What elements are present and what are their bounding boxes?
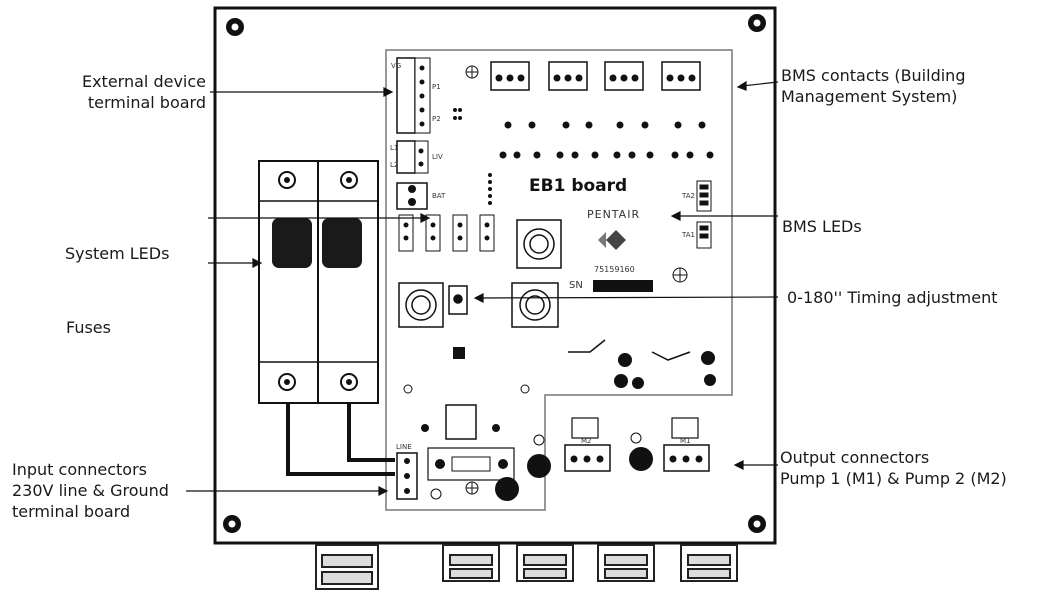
cable-glands xyxy=(315,544,738,590)
external-device-terminal xyxy=(396,57,479,210)
terminal-label-p1: P1 xyxy=(432,83,441,91)
input-connectors-label-line2: 230V line & Ground xyxy=(12,481,169,500)
external-device-label-line1: External device xyxy=(81,72,206,91)
terminal-label-vg: VG xyxy=(391,62,402,70)
terminal-label-l1: L1 xyxy=(390,144,399,152)
terminal-label-m2: M2 xyxy=(581,437,592,445)
output-connectors-label-line2: Pump 1 (M1) & Pump 2 (M2) xyxy=(780,469,1007,488)
input-connectors-label-line1: Input connectors xyxy=(12,460,147,479)
system-leds-label: System LEDs xyxy=(65,244,170,263)
serial-number: 75159160 xyxy=(594,265,635,274)
terminal-label-m1: M1 xyxy=(680,437,691,445)
ta-dip-switches xyxy=(696,180,712,249)
terminal-label-p2: P2 xyxy=(432,115,441,123)
fuse-wires xyxy=(286,403,395,476)
brand-name: PENTAIR xyxy=(587,208,641,221)
bms-leds-label: BMS LEDs xyxy=(782,217,862,236)
fuse-holder xyxy=(258,160,379,404)
bms-terminal-blocks xyxy=(490,61,701,91)
bms-contacts-label-line1: BMS contacts (Building xyxy=(781,66,966,85)
bms-contacts-label: BMS contacts (Building Management System… xyxy=(781,65,965,107)
system-led-array xyxy=(398,214,495,252)
sn-label: SN xyxy=(569,280,583,291)
output-connectors xyxy=(533,417,710,472)
terminal-label-ta1: TA1 xyxy=(682,231,695,239)
input-connectors-label-line3: terminal board xyxy=(12,502,131,521)
output-connectors-label: Output connectors Pump 1 (M1) & Pump 2 (… xyxy=(780,447,1007,489)
terminal-label-liv: LIV xyxy=(432,153,443,161)
relay-components xyxy=(398,219,562,328)
external-device-label: External device terminal board xyxy=(40,71,206,113)
eb1-board-outline xyxy=(385,49,733,511)
external-device-label-line2: terminal board xyxy=(87,93,206,112)
terminal-label-bat: BAT xyxy=(432,192,446,200)
pcb-pads xyxy=(453,108,714,205)
terminal-label-line: LINE xyxy=(396,443,412,451)
fuses-label: Fuses xyxy=(66,318,111,337)
output-connectors-label-line1: Output connectors xyxy=(780,448,930,467)
pentair-logo-icon xyxy=(598,230,626,250)
board-name: EB1 board xyxy=(529,176,628,196)
terminal-label-l2: L2 xyxy=(390,161,399,169)
enclosure-screw-icon xyxy=(223,14,766,533)
bms-contacts-label-line2: Management System) xyxy=(781,87,958,106)
timing-adjustment-label: 0-180'' Timing adjustment xyxy=(787,288,998,307)
terminal-label-ta2: TA2 xyxy=(682,192,695,200)
callout-lines xyxy=(186,80,779,496)
serial-number-bar xyxy=(593,280,653,292)
line-input-terminal xyxy=(396,404,551,501)
input-connectors-label: Input connectors 230V line & Ground term… xyxy=(12,459,169,522)
lower-components xyxy=(403,339,716,394)
